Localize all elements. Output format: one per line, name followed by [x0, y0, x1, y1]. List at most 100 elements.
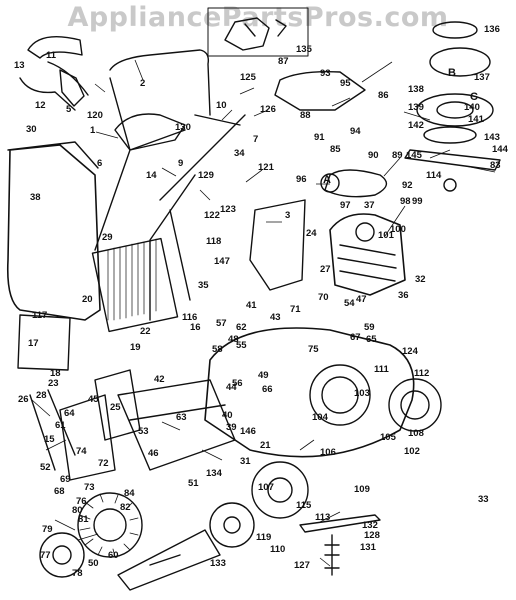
deck-housing — [204, 327, 415, 458]
callout-56: 56 — [232, 378, 243, 389]
side-bracket — [59, 394, 116, 481]
callout-43: 43 — [270, 312, 281, 323]
bag-frame-panel — [91, 237, 179, 333]
callout-102: 102 — [404, 446, 420, 457]
grass-bag — [6, 144, 101, 321]
wheel-front-right — [388, 378, 442, 432]
callout-120: 120 — [87, 110, 103, 121]
callout-28: 28 — [36, 390, 47, 401]
blade-adapter-top — [432, 21, 478, 39]
bag-frame — [7, 141, 99, 169]
callout-89: 89 — [392, 150, 403, 161]
letter-label-c: C — [470, 91, 478, 103]
callout-91: 91 — [314, 132, 325, 143]
callout-12: 12 — [35, 100, 46, 111]
callout-105: 105 — [380, 432, 397, 443]
callout-18: 18 — [50, 368, 61, 379]
callout-23: 23 — [48, 378, 59, 389]
callout-22: 22 — [140, 326, 151, 337]
callout-78: 78 — [72, 568, 83, 579]
callout-3: 3 — [285, 210, 290, 221]
callout-117: 117 — [32, 310, 47, 321]
callout-30: 30 — [26, 124, 37, 135]
callout-131: 131 — [360, 542, 377, 553]
handle-knob — [59, 69, 85, 107]
leader-lines — [31, 59, 496, 567]
callout-16: 16 — [190, 322, 201, 333]
callout-55: 55 — [236, 340, 247, 351]
callout-121: 121 — [258, 162, 275, 173]
callout-109: 109 — [354, 484, 370, 495]
callout-122: 122 — [204, 210, 220, 221]
callout-60: 60 — [108, 550, 119, 561]
callout-72: 72 — [98, 458, 109, 469]
callout-5: 5 — [66, 104, 72, 115]
callout-32: 32 — [415, 274, 426, 285]
callout-82: 82 — [120, 502, 131, 513]
mower-blade — [299, 514, 381, 533]
callout-2: 2 — [140, 78, 145, 89]
callout-88: 88 — [300, 110, 311, 121]
callout-113: 113 — [315, 512, 330, 523]
callout-70: 70 — [318, 292, 329, 303]
callout-75: 75 — [308, 344, 319, 355]
callout-31: 31 — [240, 456, 251, 467]
blade-bolt-stack — [324, 534, 340, 576]
engine-block — [329, 213, 406, 296]
callout-10: 10 — [216, 100, 227, 111]
callout-24: 24 — [306, 228, 317, 239]
blade-adapter-plate — [429, 47, 491, 77]
callout-74: 74 — [76, 446, 87, 457]
blade-adapter-ring — [416, 93, 494, 127]
callout-19: 19 — [130, 342, 141, 353]
callout-145: 145 — [406, 150, 423, 161]
callout-125: 125 — [240, 72, 257, 83]
callout-134: 134 — [206, 468, 223, 479]
callout-13: 13 — [14, 60, 25, 71]
callout-97: 97 — [340, 200, 351, 211]
callout-20: 20 — [82, 294, 93, 305]
callout-101: 101 — [378, 230, 395, 241]
callout-96: 96 — [296, 174, 307, 185]
callout-66: 66 — [262, 384, 273, 395]
callout-86: 86 — [378, 90, 389, 101]
callout-14: 14 — [146, 170, 157, 181]
blade-bolt — [443, 178, 457, 192]
callout-11: 11 — [46, 50, 57, 61]
callout-136: 136 — [484, 24, 500, 35]
callout-15: 15 — [44, 434, 55, 445]
callout-100: 100 — [390, 224, 406, 235]
callout-labels: 1235679101112131415161718192021222324252… — [14, 24, 509, 579]
callout-133: 133 — [210, 558, 226, 569]
discharge-chute — [249, 199, 306, 291]
callout-114: 114 — [426, 170, 442, 181]
callout-17: 17 — [28, 338, 39, 349]
callout-69: 69 — [60, 474, 71, 485]
callout-92: 92 — [402, 180, 413, 191]
callout-44: 44 — [226, 382, 237, 393]
blade-washer — [423, 126, 477, 144]
callout-85: 85 — [330, 144, 341, 155]
deck-opening — [309, 364, 371, 426]
callout-57: 57 — [216, 318, 227, 329]
callout-53: 53 — [138, 426, 149, 437]
callout-42: 42 — [154, 374, 165, 385]
wheel-tread — [79, 493, 139, 558]
callout-84: 84 — [124, 488, 135, 499]
callout-25: 25 — [110, 402, 121, 413]
callout-68: 68 — [54, 486, 65, 497]
callout-95: 95 — [340, 78, 351, 89]
callout-51: 51 — [188, 478, 199, 489]
callout-135: 135 — [296, 44, 313, 55]
callout-127: 127 — [294, 560, 310, 571]
callout-63: 63 — [176, 412, 187, 423]
wheel-rear-front — [39, 532, 85, 578]
wheel-hubcap — [209, 502, 255, 548]
callout-48: 48 — [228, 334, 239, 345]
callout-80: 80 — [72, 505, 83, 516]
callout-93: 93 — [320, 68, 331, 79]
callout-104: 104 — [312, 412, 329, 423]
callout-142: 142 — [408, 120, 424, 131]
callout-40: 40 — [222, 410, 233, 421]
callout-137: 137 — [474, 72, 490, 83]
